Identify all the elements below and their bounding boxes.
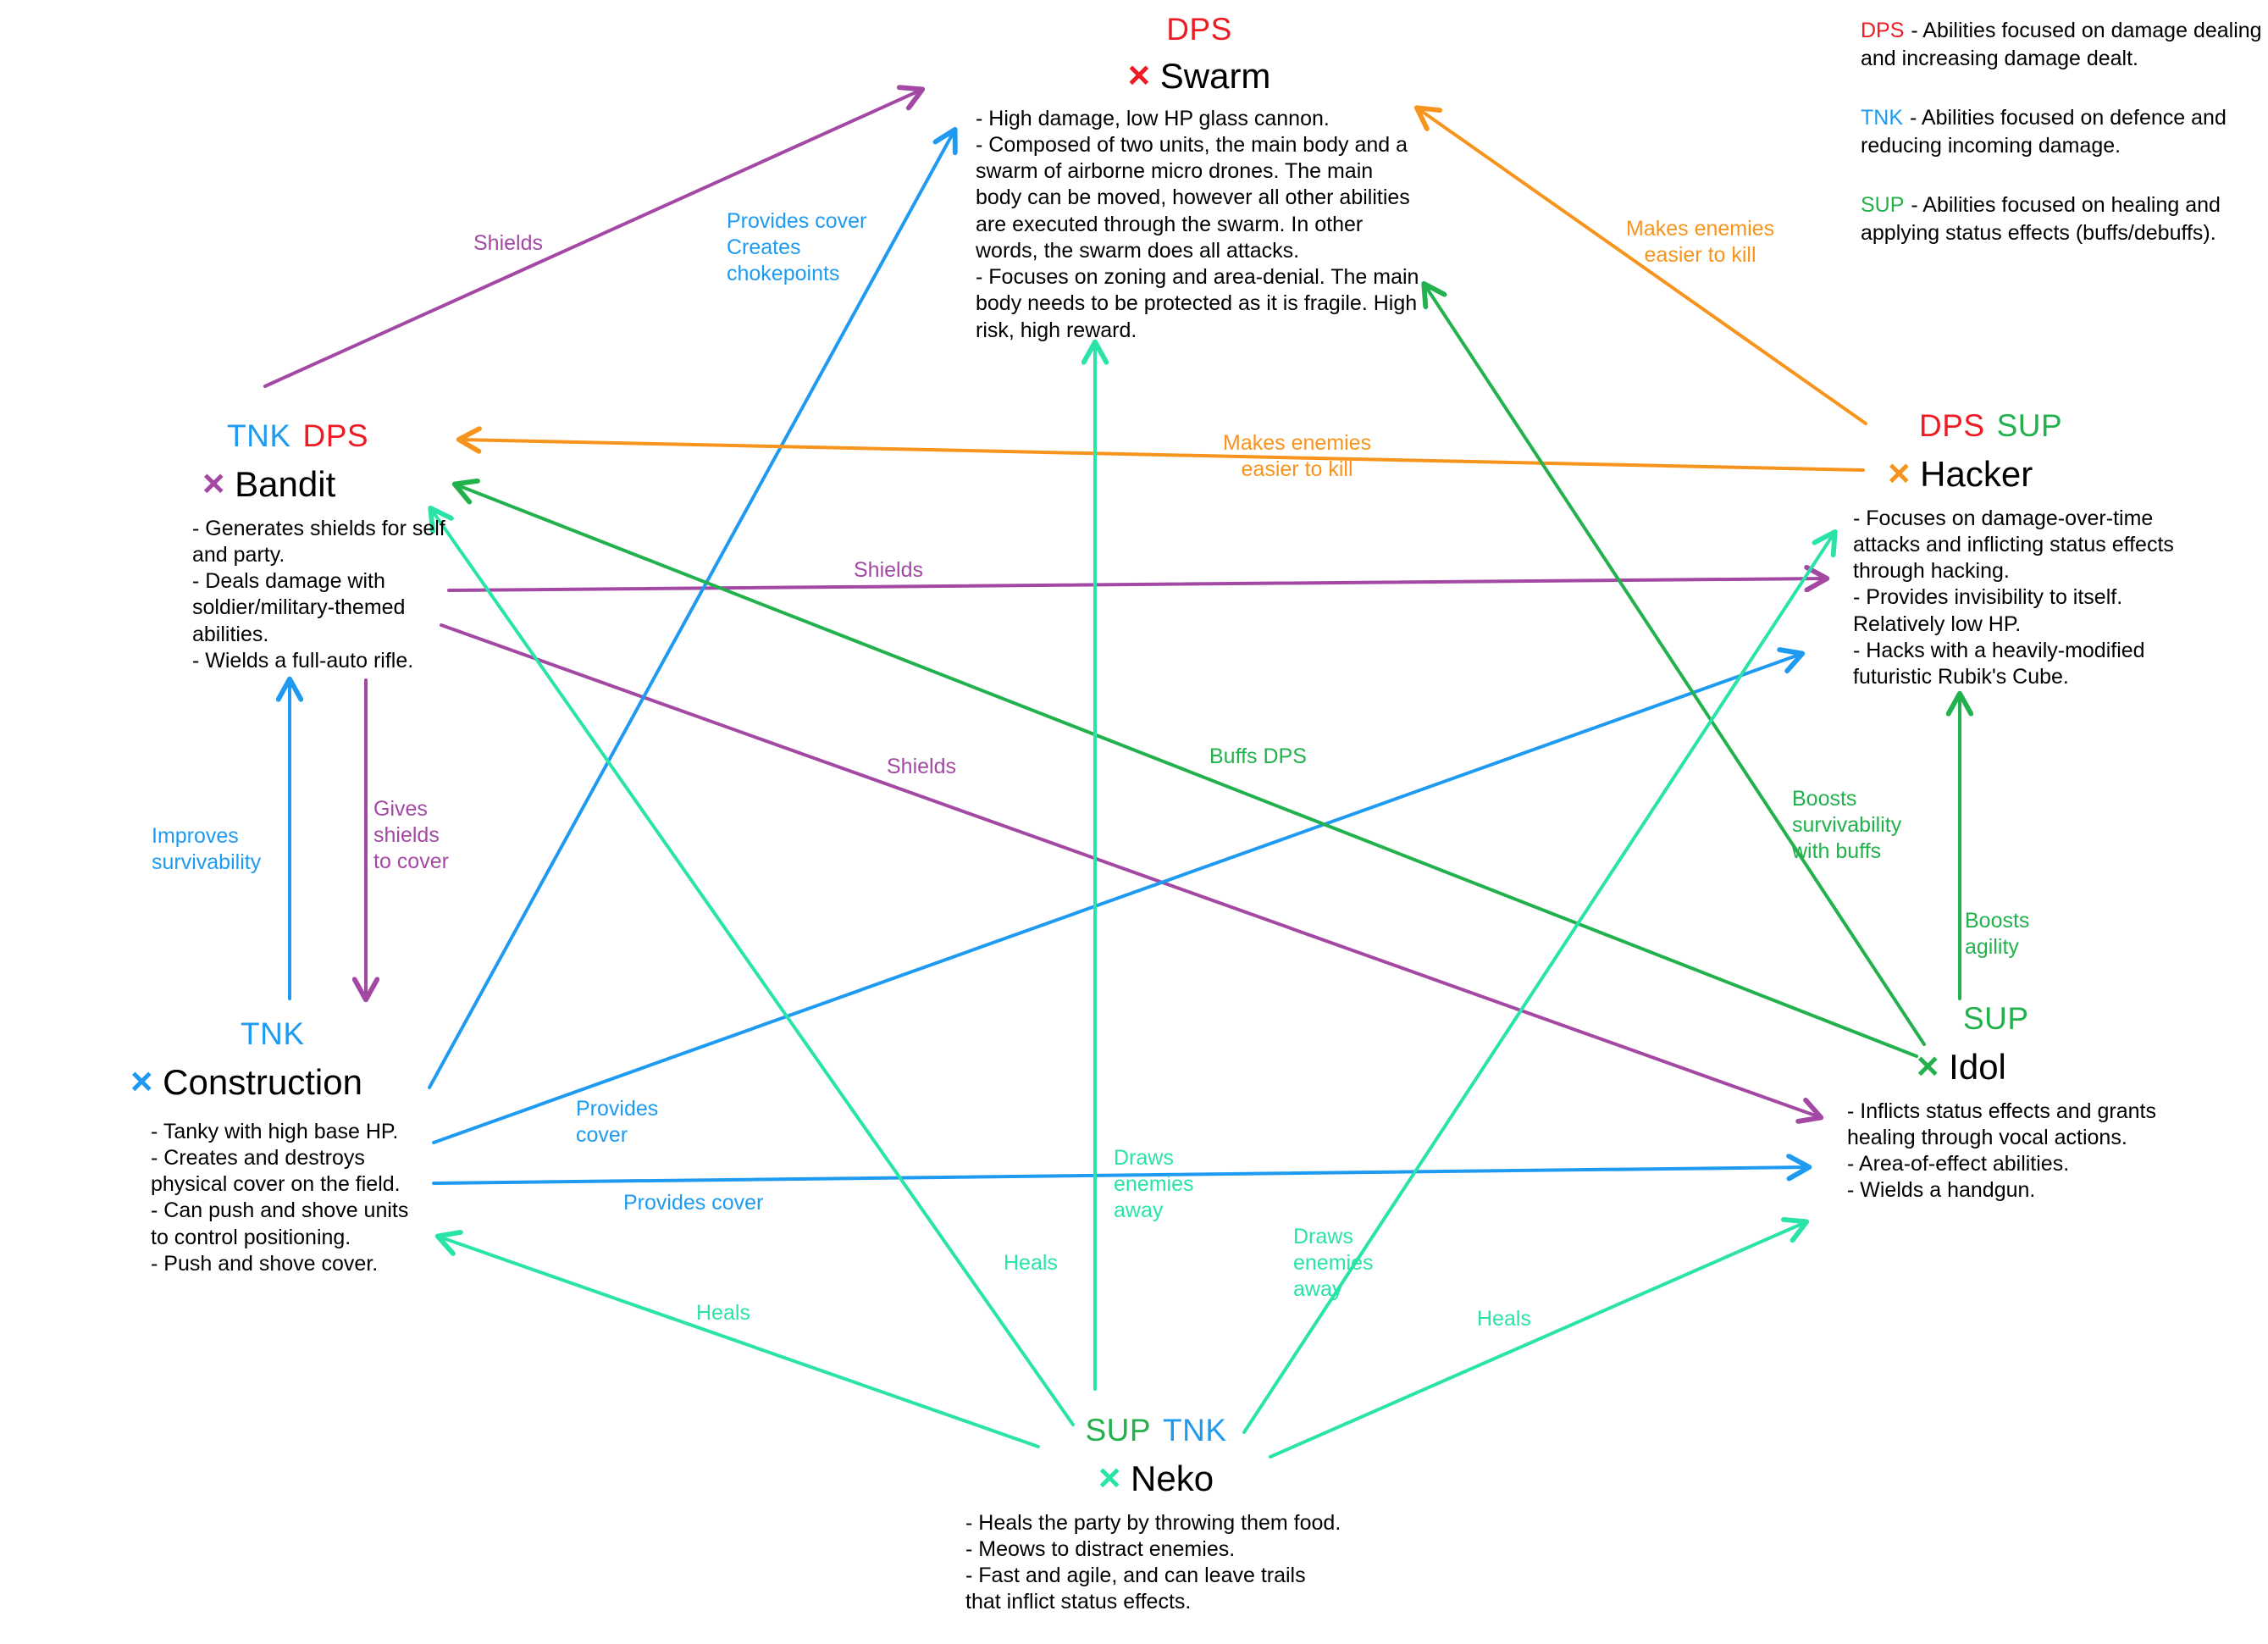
node-name: Hacker <box>1920 453 2033 494</box>
legend-text-sup: - Abilities focused on healing and apply… <box>1861 193 2221 245</box>
node-name: Bandit <box>235 463 336 504</box>
edge-idol-bandit <box>456 484 1918 1058</box>
node-bandit-description: - Generates shields for self and party. … <box>192 516 445 673</box>
x-icon: × <box>1127 53 1151 97</box>
edge-label-construction-bandit: Improves survivability <box>152 824 262 874</box>
role-label: SUP <box>1996 408 2063 443</box>
node-bandit-roles: TNK DPS <box>227 418 455 455</box>
node-name: Idol <box>1949 1046 2006 1087</box>
edge-label-idol-bandit: Buffs DPS <box>1209 745 1307 768</box>
edge-label-neko-hacker: Draws enemies away <box>1293 1225 1374 1301</box>
edge-label-neko-idol: Heals <box>1477 1307 1531 1331</box>
legend: DPS- Abilities focused on damage dealing… <box>1861 17 2265 279</box>
role-label: TNK <box>227 418 291 453</box>
edge-hacker-bandit <box>460 440 1865 472</box>
node-swarm-roles: DPS <box>976 12 1423 48</box>
role-label: TNK <box>1163 1413 1227 1447</box>
role-label: SUP <box>1963 1001 2029 1036</box>
node-idol: SUP × Idol - Inflicts status effects and… <box>1847 1001 2186 1204</box>
edge-label-idol-hacker: Boosts agility <box>1965 909 2030 959</box>
edge-idol-swarm <box>1424 285 1926 1046</box>
node-idol-roles: SUP <box>1963 1001 2186 1038</box>
node-swarm-description: - High damage, low HP glass cannon. - Co… <box>976 106 1419 342</box>
edge-label-construction-hacker: Provides cover <box>576 1097 659 1147</box>
role-label: TNK <box>241 1016 305 1051</box>
node-construction-roles: TNK <box>241 1016 418 1053</box>
legend-item-sup: SUP- Abilities focused on healing and ap… <box>1861 191 2265 246</box>
x-icon: × <box>202 461 225 505</box>
edge-bandit-idol <box>440 623 1820 1117</box>
node-swarm: DPS × Swarm - High damage, low HP glass … <box>976 12 1423 344</box>
node-swarm-title: × Swarm <box>976 53 1423 97</box>
x-icon: × <box>1098 1455 1121 1499</box>
edge-neko-hacker <box>1242 533 1834 1434</box>
edge-label-construction-idol: Provides cover <box>623 1191 764 1215</box>
node-neko-roles: SUP TNK <box>965 1413 1347 1449</box>
role-label: DPS <box>302 418 369 453</box>
legend-abbr-sup: SUP <box>1861 193 1905 217</box>
node-name: Swarm <box>1159 55 1271 96</box>
edge-neko-idol <box>1269 1222 1806 1459</box>
x-icon: × <box>130 1059 153 1103</box>
edge-construction-swarm <box>428 130 954 1089</box>
edge-construction-idol <box>432 1167 1808 1185</box>
edge-hacker-swarm <box>1418 108 1867 425</box>
node-neko: SUP TNK × Neko - Heals the party by throw… <box>965 1413 1347 1616</box>
edge-label-bandit-hacker: Shields <box>854 558 923 582</box>
edge-label-neko-construction: Heals <box>696 1301 750 1325</box>
node-neko-description: - Heals the party by throwing them food.… <box>965 1510 1341 1614</box>
node-name: Neko <box>1131 1458 1214 1498</box>
role-label: DPS <box>1919 408 1985 443</box>
edge-label-bandit-swarm: Shields <box>473 231 543 255</box>
edge-label-hacker-bandit: Makes enemies easier to kill <box>1223 431 1372 481</box>
legend-text-tnk: - Abilities focused on defence and reduc… <box>1861 106 2227 158</box>
legend-abbr-tnk: TNK <box>1861 106 1903 130</box>
node-idol-title: × Idol <box>1917 1044 2186 1088</box>
node-hacker-description: - Focuses on damage-over-time attacks an… <box>1853 506 2174 689</box>
edge-label-neko-swarm: Draws enemies away <box>1114 1146 1194 1222</box>
x-icon: × <box>1888 451 1911 495</box>
node-neko-title: × Neko <box>965 1456 1347 1500</box>
edge-bandit-swarm <box>263 90 921 388</box>
legend-item-dps: DPS- Abilities focused on damage dealing… <box>1861 17 2265 72</box>
node-construction-description: - Tanky with high base HP. - Creates and… <box>151 1119 409 1276</box>
node-name: Construction <box>163 1061 362 1102</box>
node-hacker: DPS SUP × Hacker - Focuses on damage-over… <box>1853 408 2179 690</box>
edge-label-idol-swarm: Boosts survivability with buffs <box>1792 787 1902 863</box>
edge-label-hacker-swarm: Makes enemies easier to kill <box>1626 217 1775 267</box>
edge-neko-construction <box>439 1237 1040 1448</box>
node-hacker-roles: DPS SUP <box>1919 408 2179 445</box>
edge-label-construction-swarm: Provides cover Creates chokepoints <box>727 209 867 285</box>
node-construction: TNK × Construction - Tanky with high bas… <box>130 1016 418 1277</box>
edge-label-bandit-construction: Gives shields to cover <box>373 797 449 873</box>
x-icon: × <box>1917 1043 1939 1088</box>
node-bandit: TNK DPS × Bandit - Generates shields for … <box>192 418 455 674</box>
edge-label-neko-bandit: Heals <box>1004 1251 1058 1275</box>
edge-construction-hacker <box>432 654 1801 1144</box>
edge-neko-bandit <box>431 509 1075 1426</box>
role-label: SUP <box>1085 1413 1152 1447</box>
legend-abbr-dps: DPS <box>1861 19 1905 42</box>
legend-text-dps: - Abilities focused on damage dealing an… <box>1861 19 2262 70</box>
edge-label-bandit-idol: Shields <box>887 755 956 778</box>
legend-item-tnk: TNK- Abilities focused on defence and re… <box>1861 104 2265 159</box>
node-construction-title: × Construction <box>130 1060 418 1104</box>
node-idol-description: - Inflicts status effects and grants hea… <box>1847 1099 2156 1203</box>
edge-bandit-hacker <box>447 578 1826 590</box>
node-bandit-title: × Bandit <box>202 462 455 506</box>
role-label: DPS <box>1166 12 1232 47</box>
node-hacker-title: × Hacker <box>1888 451 2179 495</box>
